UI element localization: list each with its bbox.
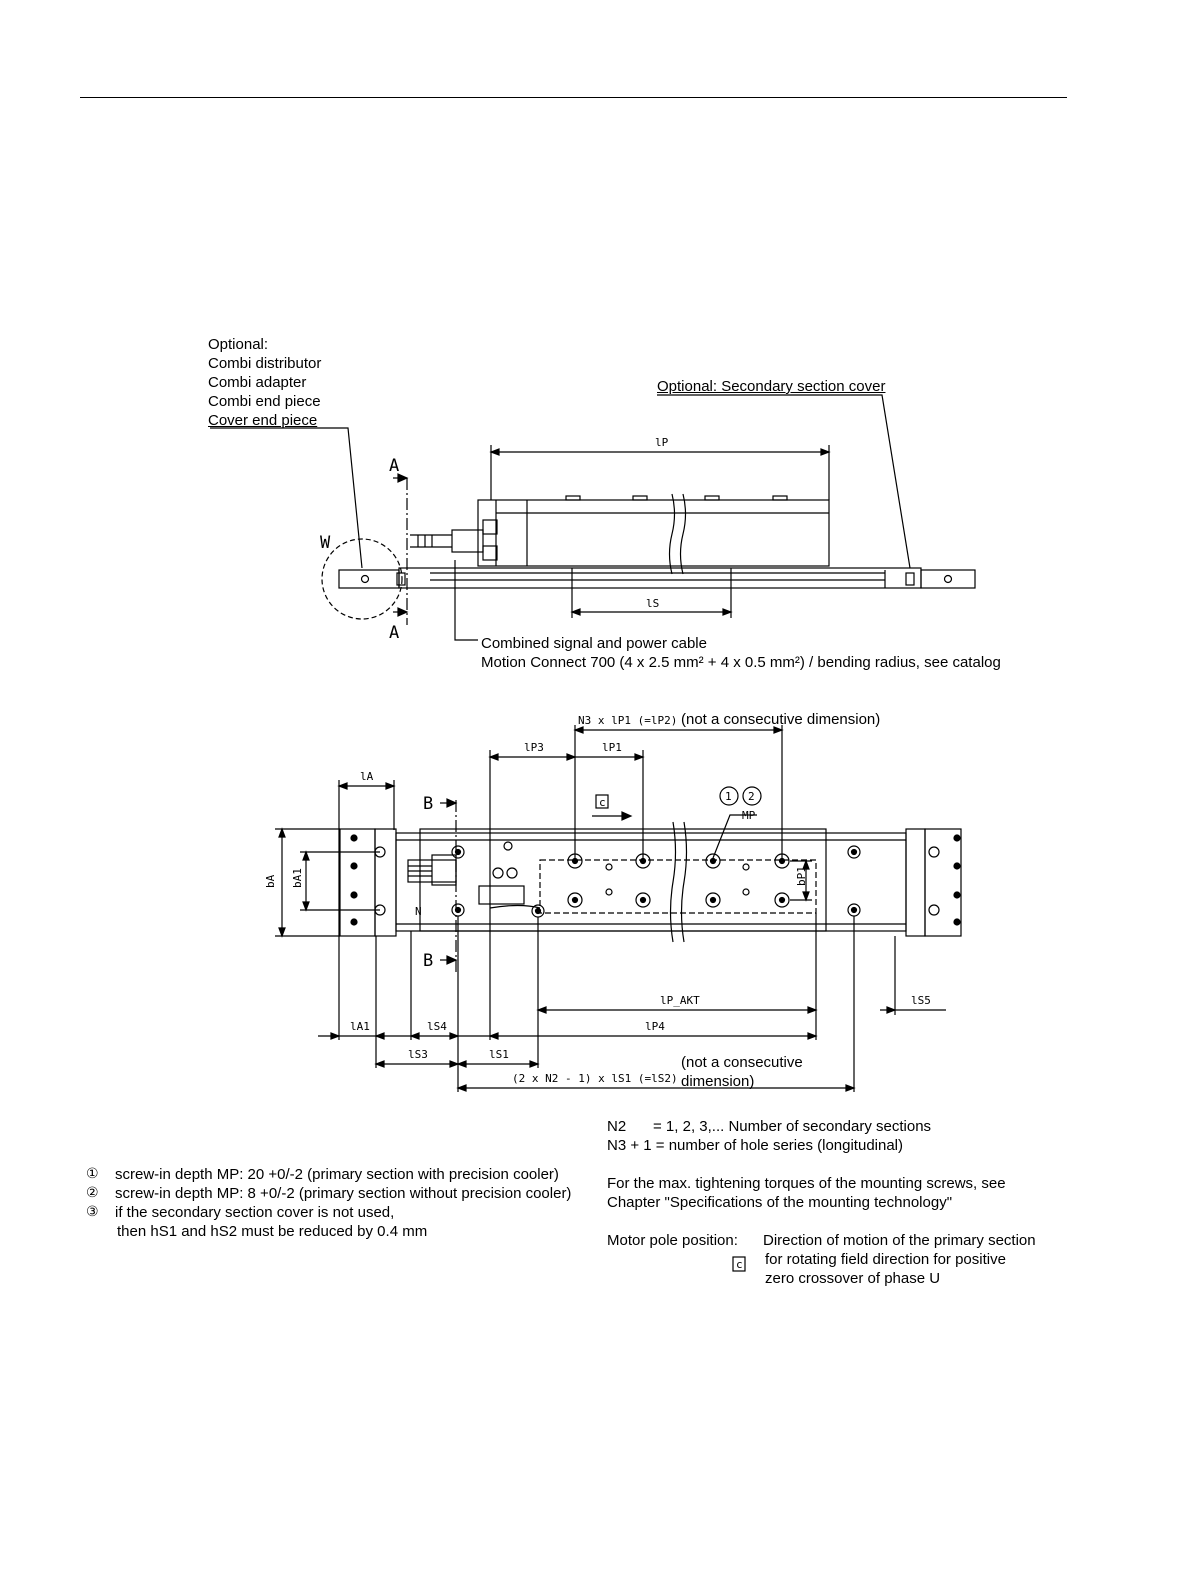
section-b-top: B: [423, 794, 433, 814]
dim-lp-text: lP: [655, 436, 669, 449]
section-a-top: A: [389, 456, 399, 476]
pole-marker-box: [732, 1256, 746, 1272]
callout-1-circle: [719, 786, 739, 806]
direction-marker-c: c: [599, 796, 606, 809]
note-4-text: then hS1 and hS2 must be reduced by 0.4 …: [117, 1223, 428, 1240]
callout-1-text: 1: [725, 790, 732, 803]
break-mark-left: [668, 493, 676, 575]
n3-text: N3 + 1 = number of hole series (longitud…: [607, 1137, 904, 1154]
pole-marker-c: c: [736, 1258, 743, 1271]
pole-line2: for rotating field direction for positiv…: [765, 1251, 1006, 1268]
mp-label: MP: [742, 809, 756, 822]
torque-line1: For the max. tightening torques of the m…: [607, 1175, 1006, 1192]
section-b-bottom: B: [423, 951, 433, 971]
header-rule: [80, 97, 1067, 98]
dim-lp1-text: lP1: [602, 741, 622, 754]
note-1-sym: ①: [86, 1166, 99, 1182]
dim-lp4-text: lP4: [645, 1020, 665, 1033]
dim-ba-text: bA: [264, 874, 277, 888]
dim-la1-text: lA1: [350, 1020, 370, 1033]
leader-mp: [712, 814, 757, 859]
dim-ls1-text: lS1: [489, 1048, 509, 1061]
leader-optional-right: [657, 394, 911, 569]
dim-n3-text: N3 x lP1 (=lP2): [578, 714, 677, 727]
leader-cable: [454, 560, 478, 641]
dim-ba1-text: bA1: [291, 868, 304, 888]
primary-section-side: [477, 499, 830, 567]
optional-right-label: Optional: Secondary section cover: [657, 378, 886, 395]
dim-lp3-text: lP3: [524, 741, 544, 754]
section-a-bottom: A: [389, 623, 399, 643]
pole-line1: Direction of motion of the primary secti…: [763, 1232, 1036, 1249]
note-2-text: screw-in depth MP: 8 +0/-2 (primary sect…: [115, 1185, 572, 1202]
detail-w-circle: [321, 538, 403, 620]
cable-label-line1: Combined signal and power cable: [481, 635, 707, 652]
dim-ls4-text: lS4: [427, 1020, 447, 1033]
dim-bp1-text: bP1: [795, 866, 808, 886]
secondary-track-side: [398, 567, 922, 589]
callout-2-circle: [742, 786, 762, 806]
primary-hole-area: [539, 859, 817, 914]
note-3-sym: ③: [86, 1204, 99, 1220]
n2-note-line1: (not a consecutive: [681, 1054, 803, 1071]
n2-label: N2: [607, 1118, 627, 1135]
secondary-track-top: [395, 832, 907, 932]
side-view: lP W: [210, 394, 976, 643]
optional-left-line-3: Combi end piece: [208, 393, 321, 410]
dim-ls5-text: lS5: [911, 994, 931, 1007]
pole-label: Motor pole position:: [607, 1232, 738, 1249]
detail-w-label: W: [320, 533, 331, 553]
end-piece-right: [920, 569, 976, 589]
leader-optional-left: [210, 427, 363, 569]
label-n: N: [415, 905, 422, 918]
dim-lp-akt-text: lP_AKT: [660, 994, 700, 1007]
primary-section-top: [419, 828, 827, 932]
cable-label-line2: Motion Connect 700 (4 x 2.5 mm² + 4 x 0.…: [481, 654, 1001, 671]
callout-2-text: 2: [748, 790, 755, 803]
n2-text: = 1, 2, 3,... Number of secondary sectio…: [653, 1118, 932, 1135]
dim-ls-text: lS: [646, 597, 659, 610]
note-3-text: if the secondary section cover is not us…: [115, 1204, 395, 1221]
torque-line2: Chapter "Specifications of the mounting …: [607, 1194, 953, 1211]
optional-left-line-1: Combi distributor: [208, 355, 322, 372]
dim-n2-text: (2 x N2 - 1) x lS1 (=lS2): [512, 1072, 678, 1085]
dim-ls3-text: lS3: [408, 1048, 428, 1061]
optional-left-line-4: Cover end piece: [208, 412, 318, 429]
n2-note-line2: dimension): [681, 1073, 755, 1090]
end-piece-left: [338, 569, 400, 589]
note-1-text: screw-in depth MP: 20 +0/-2 (primary sec…: [115, 1166, 559, 1183]
direction-marker-box: [595, 794, 609, 809]
top-view: N3 x lP1 (=lP2) lP3 lP1 lA c 1 2 MP: [264, 714, 962, 1092]
note-2-sym: ②: [86, 1185, 99, 1201]
optional-left-line-0: Optional:: [208, 336, 269, 353]
n3-note: (not a consecutive dimension): [681, 711, 881, 728]
optional-left-line-2: Combi adapter: [208, 374, 307, 391]
dim-la-text: lA: [360, 770, 374, 783]
pole-line3: zero crossover of phase U: [765, 1270, 941, 1287]
break-mark-right: [679, 493, 687, 575]
end-piece-left-top: [339, 828, 376, 937]
